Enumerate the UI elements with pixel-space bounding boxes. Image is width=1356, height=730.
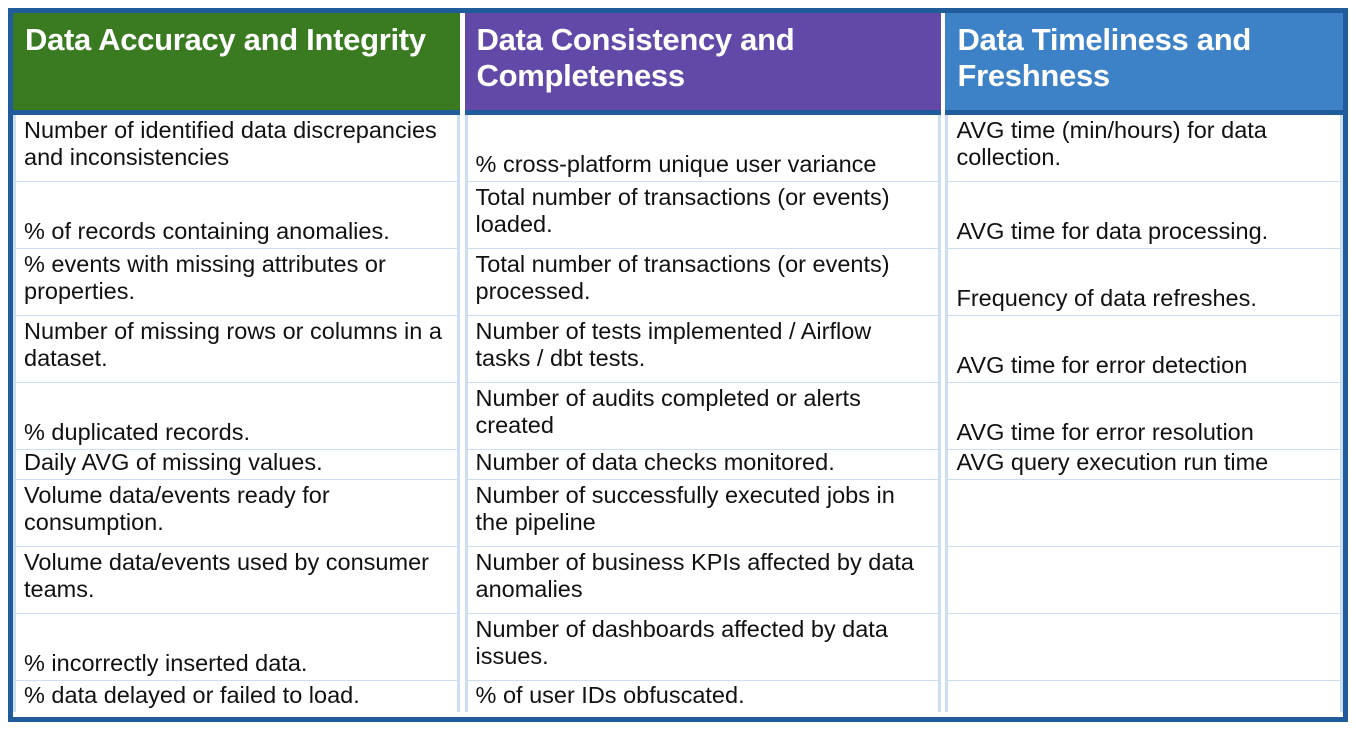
table-cell: Number of tests implemented / Airflow ta…: [464, 316, 941, 383]
header-divider: [945, 110, 1343, 115]
table-cell: Daily AVG of missing values.: [13, 450, 460, 480]
column-header-data-timeliness-and-freshness: Data Timeliness and Freshness: [945, 13, 1343, 110]
table-cell: AVG time for data processing.: [945, 182, 1343, 249]
table-cell: Number of successfully executed jobs in …: [464, 480, 941, 547]
table-cell: [945, 547, 1343, 614]
table-cell: % of user IDs obfuscated.: [464, 681, 941, 712]
header-divider: [464, 110, 941, 115]
table-cell: % cross-platform unique user variance: [464, 115, 941, 182]
table-column-data-consistency-and-completeness: Data Consistency and Completeness % cros…: [464, 13, 941, 717]
table-cell: Total number of transactions (or events)…: [464, 249, 941, 316]
table-cell: AVG time for error resolution: [945, 383, 1343, 450]
table-cell: Volume data/events ready for consumption…: [13, 480, 460, 547]
column-cells: Number of identified data discrepancies …: [13, 115, 460, 717]
column-cells: AVG time (min/hours) for data collection…: [945, 115, 1343, 717]
table-cell: Number of business KPIs affected by data…: [464, 547, 941, 614]
table-cell: Number of data checks monitored.: [464, 450, 941, 480]
table-cell: Volume data/events used by consumer team…: [13, 547, 460, 614]
table-cell: [945, 681, 1343, 712]
table-cell: Frequency of data refreshes.: [945, 249, 1343, 316]
table-cell: % duplicated records.: [13, 383, 460, 450]
column-header-data-accuracy-and-integrity: Data Accuracy and Integrity: [13, 13, 460, 110]
table-cell: AVG query execution run time: [945, 450, 1343, 480]
table-cell: Number of dashboards affected by data is…: [464, 614, 941, 681]
table-cell: [945, 480, 1343, 547]
table-column-data-timeliness-and-freshness: Data Timeliness and Freshness AVG time (…: [945, 13, 1343, 717]
column-gap: [940, 13, 946, 717]
table-cell: Number of missing rows or columns in a d…: [13, 316, 460, 383]
header-divider: [13, 110, 460, 115]
column-cells: % cross-platform unique user variance To…: [464, 115, 941, 717]
column-gap: [459, 13, 465, 717]
table-cell: % data delayed or failed to load.: [13, 681, 460, 712]
table-cell: % events with missing attributes or prop…: [13, 249, 460, 316]
table-column-data-accuracy-and-integrity: Data Accuracy and Integrity Number of id…: [13, 13, 460, 717]
table-cell: Number of identified data discrepancies …: [13, 115, 460, 182]
table-cell: AVG time (min/hours) for data collection…: [945, 115, 1343, 182]
table-cell: % incorrectly inserted data.: [13, 614, 460, 681]
table-cell: [945, 614, 1343, 681]
metrics-table: Data Accuracy and Integrity Number of id…: [8, 8, 1348, 722]
table-cell: AVG time for error detection: [945, 316, 1343, 383]
table-cell: Total number of transactions (or events)…: [464, 182, 941, 249]
table-cell: Number of audits completed or alerts cre…: [464, 383, 941, 450]
table-cell: % of records containing anomalies.: [13, 182, 460, 249]
column-header-data-consistency-and-completeness: Data Consistency and Completeness: [464, 13, 941, 110]
